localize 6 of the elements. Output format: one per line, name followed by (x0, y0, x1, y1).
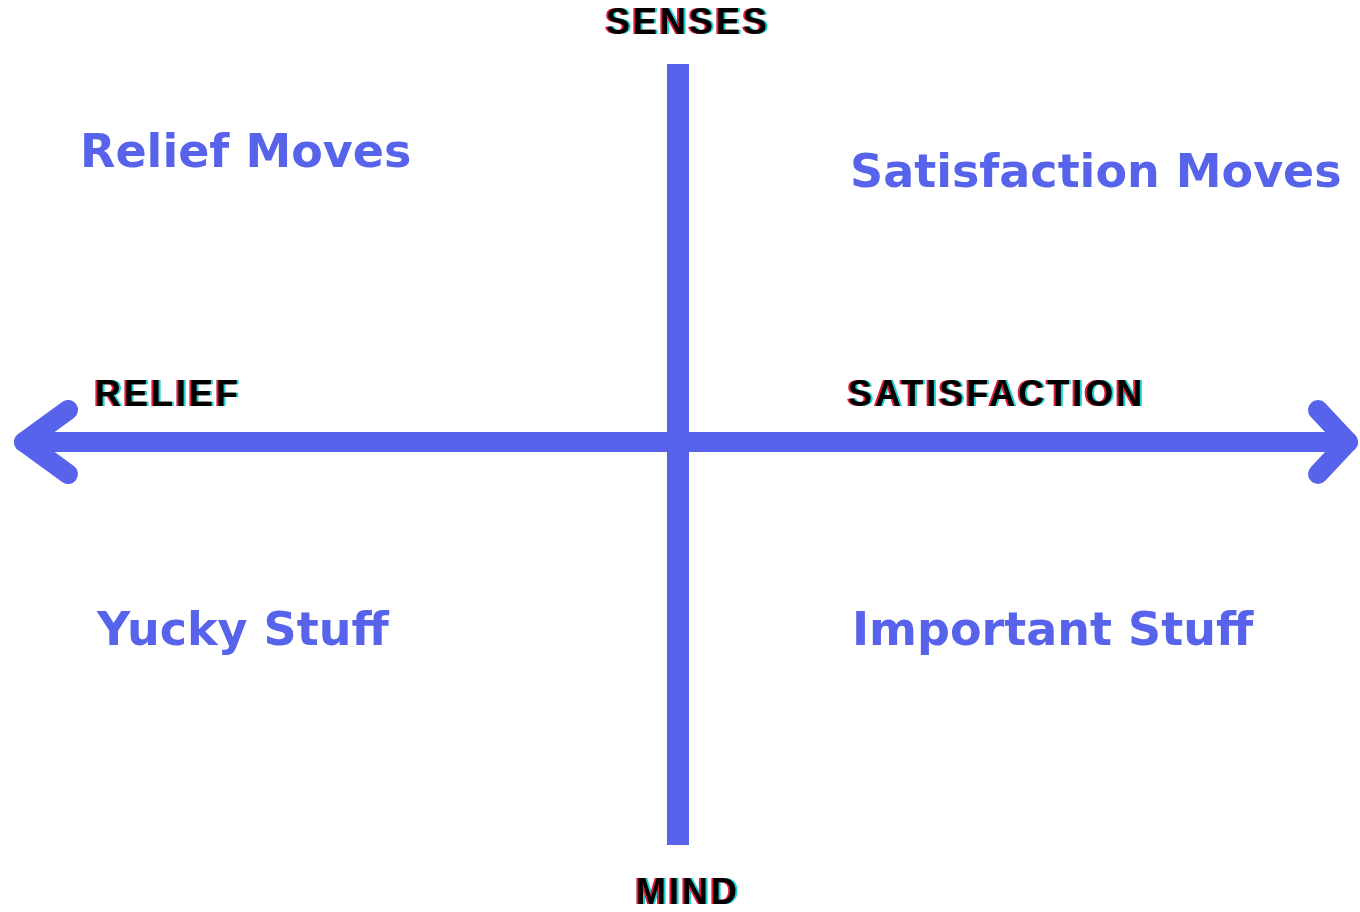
axis-label: RELIEF (95, 376, 241, 412)
axis-label: SENSES (606, 4, 771, 40)
axis-label: SATISFACTION (848, 376, 1146, 412)
quadrant-label: Relief Moves (80, 128, 412, 174)
quadrant-label: Satisfaction Moves (850, 148, 1342, 194)
axis-label: MIND (636, 874, 740, 910)
